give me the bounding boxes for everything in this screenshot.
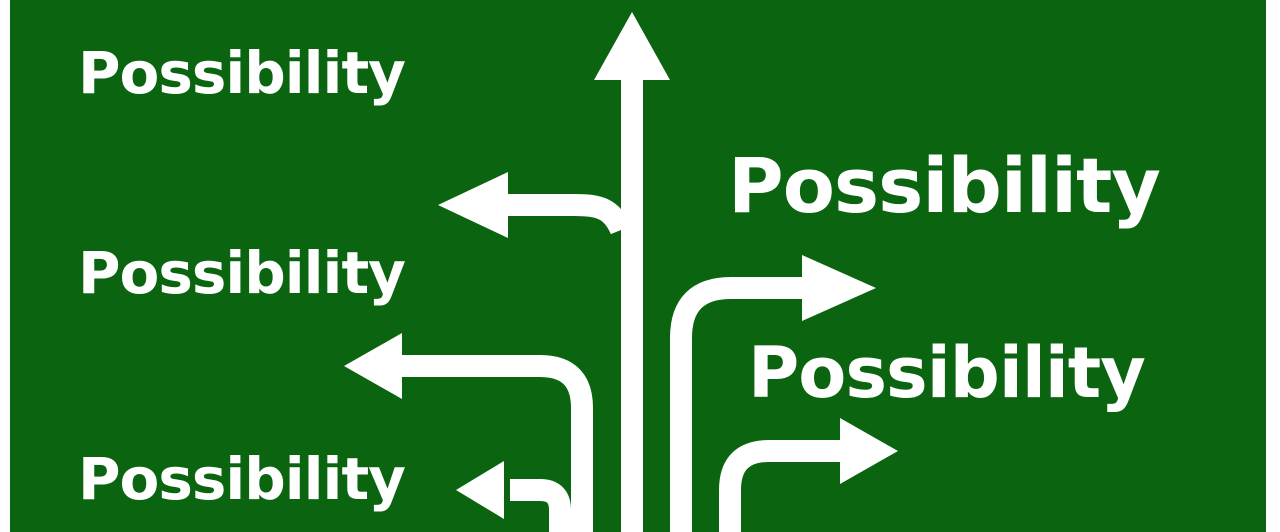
arrow-left-upper-head bbox=[438, 172, 508, 238]
arrow-right-lower-icon bbox=[719, 440, 842, 532]
arrow-left-lower-icon bbox=[510, 479, 571, 532]
sign-border-gap-right bbox=[1260, 0, 1266, 532]
sign-border-left bbox=[0, 0, 10, 532]
possibility-label-top-left: Possibility bbox=[78, 39, 406, 107]
arrow-right-lower-head bbox=[840, 418, 898, 484]
arrow-left-lower-head bbox=[456, 461, 504, 519]
arrow-right-upper-head bbox=[802, 255, 876, 321]
arrow-left-upper-icon bbox=[492, 194, 632, 235]
arrow-left-middle-head bbox=[344, 333, 402, 399]
sign-border-gap-left bbox=[10, 0, 16, 532]
arrow-left-middle-icon bbox=[398, 355, 593, 532]
arrow-up-head bbox=[594, 12, 670, 80]
possibility-label-middle-left: Possibility bbox=[78, 239, 406, 307]
sign-border-right bbox=[1266, 0, 1280, 532]
possibility-label-upper-right: Possibility bbox=[728, 141, 1161, 230]
possibility-label-bottom-left: Possibility bbox=[78, 445, 406, 513]
arrow-right-upper-icon bbox=[670, 277, 812, 532]
possibility-label-lower-right: Possibility bbox=[748, 332, 1146, 414]
